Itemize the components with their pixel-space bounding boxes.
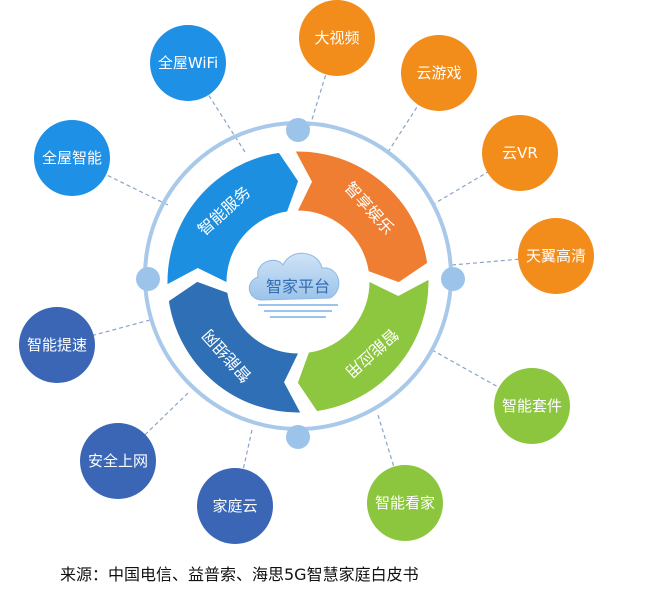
center-label: 智家平台	[266, 277, 330, 296]
bubble-home-cloud	[197, 468, 273, 544]
bubble-big-video	[299, 0, 375, 76]
bubble-safe-internet	[80, 423, 156, 499]
cloud-icon	[248, 252, 340, 318]
bubble-cloud-gaming	[401, 35, 477, 111]
bubble-label-cloud-vr: 云VR	[502, 144, 538, 162]
bubble-smart-home-watch	[367, 465, 443, 541]
bubble-smart-kit	[494, 368, 570, 444]
ring-node-bottom	[286, 425, 310, 449]
connector-safe-internet	[117, 392, 189, 462]
bubble-label-whole-home-smart: 全屋智能	[42, 149, 102, 167]
bubble-smart-speedup	[19, 307, 95, 383]
bubble-label-smart-home-watch: 智能看家	[375, 494, 435, 512]
bubble-label-smart-speedup: 智能提速	[27, 336, 87, 354]
bubble-whole-home-wifi	[150, 25, 226, 101]
connector-smart-kit	[431, 349, 533, 407]
ring-node-left	[136, 267, 160, 291]
connector-smart-home-watch	[377, 414, 406, 504]
bubble-label-cloud-gaming: 云游戏	[416, 64, 461, 82]
bubble-tianyi-hd	[518, 218, 594, 294]
segment-entertainment	[290, 148, 431, 286]
bubble-label-smart-kit: 智能套件	[502, 397, 562, 415]
connector-whole-home-smart	[71, 157, 169, 206]
bubble-label-home-cloud: 家庭云	[212, 497, 257, 515]
ring-node-top	[286, 118, 310, 142]
bubble-label-whole-home-wifi: 全屋WiFi	[158, 54, 218, 72]
segment-service	[164, 149, 302, 290]
bubble-label-big-video: 大视频	[314, 29, 359, 47]
ring-node-right	[441, 267, 465, 291]
segment-application	[294, 274, 432, 415]
source-note: 来源：中国电信、益普索、海思5G智慧家庭白皮书	[60, 565, 419, 584]
bubble-cloud-vr	[482, 115, 558, 191]
bubble-label-safe-internet: 安全上网	[88, 452, 148, 470]
connector-big-video	[309, 37, 338, 127]
bubble-label-tianyi-hd: 天翼高清	[526, 247, 586, 265]
segment-network	[165, 278, 306, 416]
bubble-whole-home-smart	[34, 120, 110, 196]
